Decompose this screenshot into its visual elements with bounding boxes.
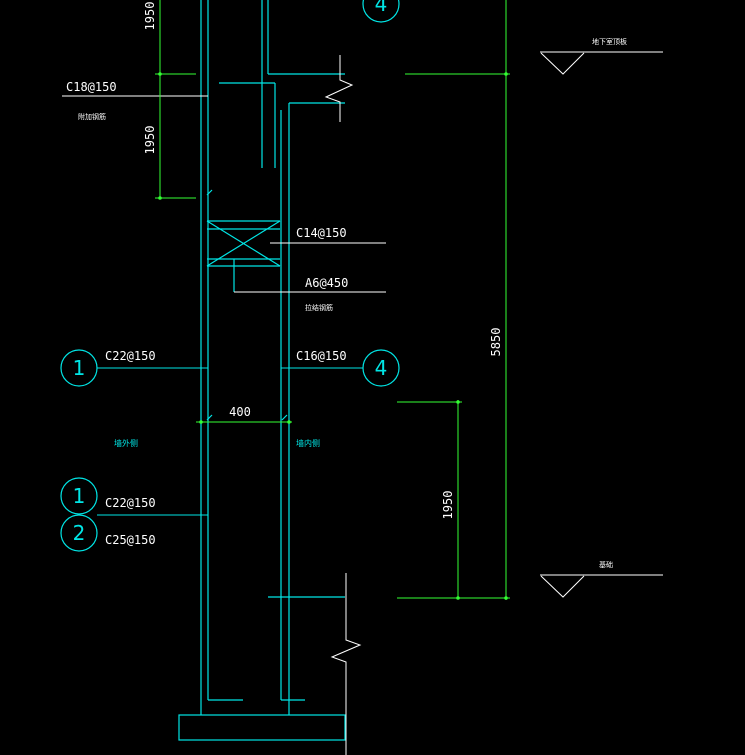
bubble-leaders (97, 367, 363, 516)
label-elevation-bottom: 基础 (599, 560, 613, 569)
label-inner-face: 墙内侧 (296, 438, 320, 448)
elevation-marker-top (540, 51, 663, 75)
label-top-horizontal-note: 附加钢筋 (78, 112, 106, 121)
label-top-horizontal: C18@150 (66, 80, 117, 94)
svg-text:2: 2 (73, 521, 86, 545)
label-left-c25: C25@150 (105, 533, 156, 547)
dimension-ticks (158, 72, 508, 600)
label-left-c22-upper: C22@150 (105, 349, 156, 363)
label-middle-c14: C14@150 (296, 226, 347, 240)
dim-mid-1950: 1950 (143, 126, 157, 155)
dim-total-5850: 5850 (489, 328, 503, 357)
svg-text:1: 1 (73, 356, 86, 380)
dim-lower-1950: 1950 (441, 491, 455, 520)
svg-text:4: 4 (375, 0, 388, 16)
bubble-left-upper: 1 (60, 349, 98, 387)
elevation-marker-bottom (540, 574, 663, 598)
label-middle-a6-note: 拉结钢筋 (305, 303, 333, 312)
bubble-left-lower-1: 1 (60, 477, 98, 515)
bubble-top-right: 4 (362, 0, 400, 23)
bubble-right-middle: 4 (362, 349, 400, 387)
wall-outline (178, 0, 346, 741)
label-left-c22-lower: C22@150 (105, 496, 156, 510)
svg-text:1: 1 (73, 484, 86, 508)
label-elevation-top: 地下室顶板 (592, 37, 627, 46)
break-lines (324, 55, 362, 755)
svg-text:4: 4 (375, 356, 388, 380)
dimension-lines (155, 0, 510, 600)
label-right-c16: C16@150 (296, 349, 347, 363)
bubble-left-lower-2: 2 (60, 514, 98, 552)
label-middle-a6: A6@450 (305, 276, 348, 290)
dim-wall-thickness: 400 (229, 405, 251, 419)
dim-top-1950: 1950 (143, 2, 157, 31)
leader-lines (62, 95, 386, 293)
label-outer-face: 墙外侧 (114, 438, 138, 448)
